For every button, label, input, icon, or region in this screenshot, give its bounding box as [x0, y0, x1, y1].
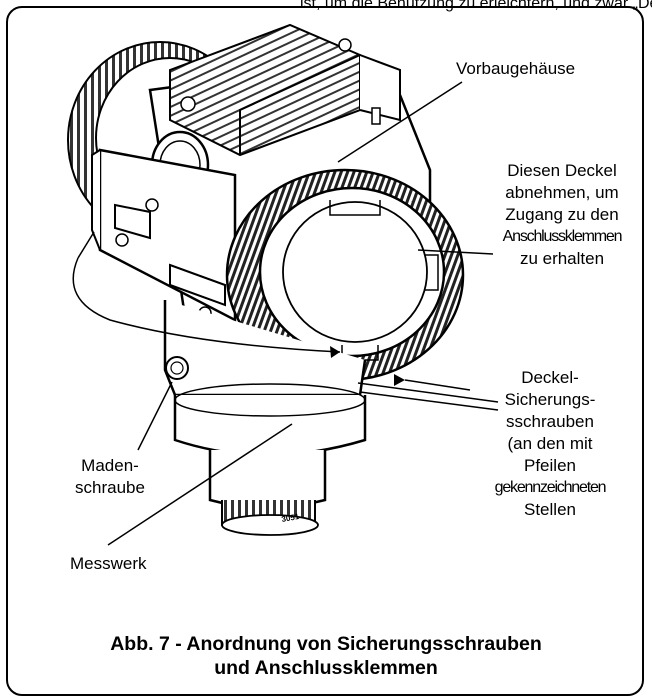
arrow-head-1 — [330, 346, 340, 358]
device-plate-text: 3051 — [281, 512, 301, 524]
figure-caption: Abb. 7 - Anordnung von Sicherungsschraub… — [110, 633, 542, 679]
front-cover — [225, 168, 465, 382]
cut-off-top-text: ist, um die Benutzung zu erleichtern, un… — [300, 0, 652, 12]
sensor-module: 3051 — [173, 383, 367, 536]
label-vorbaugehaeuse: Vorbaugehäuse — [456, 59, 576, 78]
label-cover-remove: Diesen Deckel abnehmen, um Zugang zu den… — [502, 161, 623, 268]
locking-screw-arrows — [330, 346, 471, 391]
side-bracket — [91, 148, 237, 323]
leader-lines — [72, 81, 499, 546]
label-messwerk: Messwerk — [70, 554, 147, 573]
arrow-shaft-2 — [404, 379, 471, 391]
label-set-screw: Maden- schraube — [75, 456, 145, 497]
label-cover-locking-screws: Deckel- Sicherungs- sschrauben (an den m… — [494, 368, 607, 519]
arrow-head-2 — [394, 374, 405, 386]
top-block — [169, 23, 401, 157]
